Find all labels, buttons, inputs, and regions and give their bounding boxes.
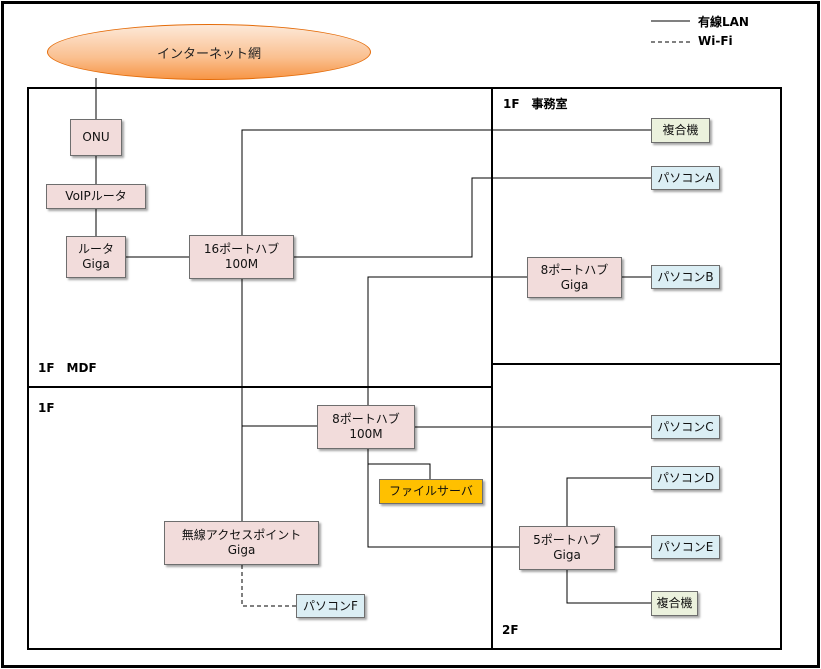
link-hub8-1f-hub8office [367,276,527,405]
pc-f-device: パソコンF [296,594,365,618]
link-ap-pcf-wifi [241,565,296,607]
pc-e-label: パソコンE [657,539,714,554]
onu-label: ONU [82,130,110,144]
pc-c-label: パソコンC [657,419,714,434]
wireless-ap-device: 無線アクセスポイント Giga [164,521,319,565]
mfp-office-label: 複合機 [662,123,699,137]
hub16-device: 16ポートハブ 100M [189,235,294,279]
link-hub16-pca [294,177,651,258]
pc-f-label: パソコンF [303,598,358,613]
file-server-label: ファイルサーバ [389,484,473,498]
mfp-office-device: 複合機 [651,118,710,143]
label-1f-mdf: 1F MDF [38,361,97,375]
legend-wifi-label: Wi-Fi [698,34,733,48]
hub5-speed: Giga [553,548,581,562]
link-hub5-mfp2f [566,570,651,604]
hub8-office-label: 8ポートハブ [540,262,609,277]
internet-label: インターネット網 [156,46,261,62]
voip-router-label: VoIPルータ [65,189,127,203]
link-hub16-mfp [241,129,651,235]
label-1f-office: 1F 事務室 [503,97,568,111]
hub5-device: 5ポートハブ Giga [519,526,615,570]
internet-cloud: インターネット網 [47,24,371,80]
area-2f [491,363,782,650]
pc-a-label: パソコンA [657,170,714,185]
link-hub5-pcd [566,477,651,526]
voip-router-device: VoIPルータ [46,184,146,209]
hub8-office-speed: Giga [560,277,589,292]
pc-d-device: パソコンD [651,466,720,490]
link-hub8-1f-fileserver [367,449,431,479]
label-1f: 1F [38,401,55,415]
label-2f: 2F [502,623,519,637]
hub8-1f-label: 8ポートハブ [332,412,400,426]
pc-b-device: パソコンB [651,265,720,289]
hub16-speed: 100M [224,257,259,271]
pc-e-device: パソコンE [651,535,720,559]
mfp-2f-device: 複合機 [651,591,698,616]
hub8-1f-speed: 100M [349,427,383,441]
onu-device: ONU [70,119,122,156]
pc-b-label: パソコンB [657,269,714,284]
pc-c-device: パソコンC [651,415,720,439]
hub8-office-device: 8ポートハブ Giga [527,257,622,298]
wireless-ap-label: 無線アクセスポイント [181,528,302,542]
hub8-1f-device: 8ポートハブ 100M [317,405,415,449]
file-server-device: ファイルサーバ [379,479,483,504]
router-label: ルータ [77,242,114,256]
pc-d-label: パソコンD [656,470,715,485]
wireless-ap-speed: Giga [227,543,256,557]
legend-wired-label: 有線LAN [698,15,749,29]
mfp-2f-label: 複合機 [656,596,693,610]
hub5-label: 5ポートハブ [533,533,601,547]
router-speed: Giga [82,257,110,271]
hub16-label: 16ポートハブ [203,242,280,256]
pc-a-device: パソコンA [651,166,720,190]
router-device: ルータ Giga [66,236,126,278]
link-hub8-1f-hub5 [367,464,519,548]
